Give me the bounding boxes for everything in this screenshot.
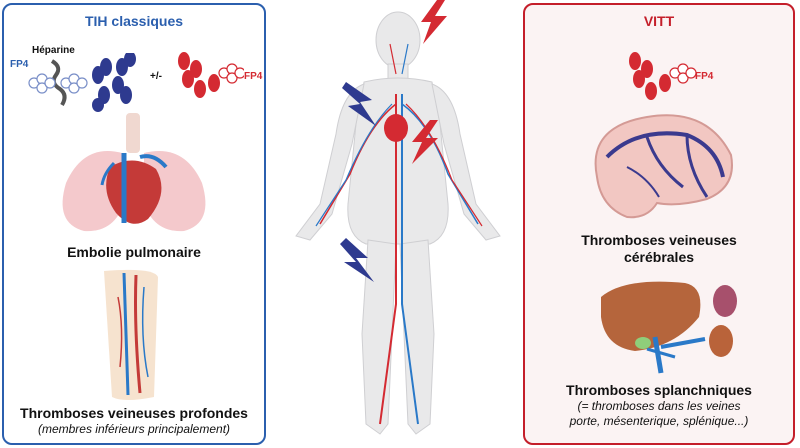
panel-title: VITT — [643, 13, 675, 29]
cerebral-thrombosis-label-line1: Thromboses veineuses — [581, 232, 737, 248]
vitt-panel: VITT FP4 Thromboses veineuses cérébrales… — [523, 3, 795, 445]
lightning-bolt-abdomen-icon — [412, 120, 438, 164]
classic-hit-panel: TIH classiques Héparine FP4 +/- FP4 — [2, 3, 266, 445]
fp4-label: FP4 — [10, 59, 29, 70]
panel-title: TIH classiques — [84, 13, 184, 29]
splanchnic-thrombosis-label: Thromboses splanchniques — [566, 382, 752, 398]
cerebral-thrombosis-label-line2: cérébrales — [623, 249, 695, 265]
heparin-fp4-antibody-complex-icon — [28, 53, 136, 112]
plus-minus-label: +/- — [150, 71, 162, 82]
human-body-circulation-icon — [295, 11, 501, 435]
splanchnic-note-line2: porte, mésenterique, splénique...) — [569, 414, 749, 428]
brain-veins-icon — [594, 114, 733, 219]
splanchnic-note-line1: (= thromboses dans les veines — [577, 399, 741, 413]
fp4-label: FP4 — [695, 71, 714, 82]
liver-kidneys-veins-icon — [601, 281, 737, 374]
leg-veins-icon — [104, 269, 158, 400]
lightning-bolt-chest-icon — [342, 82, 376, 126]
lightning-bolt-head-icon — [421, 0, 447, 44]
lightning-bolt-leg-icon — [340, 238, 374, 282]
red-antibody-fp4-icon — [178, 52, 244, 98]
lungs-heart-icon — [62, 113, 206, 232]
heparin-label: Héparine — [32, 45, 75, 56]
fp4-label-red: FP4 — [244, 71, 263, 82]
vitt-antibody-fp4-icon — [629, 52, 697, 100]
dvt-label: Thromboses veineuses profondes — [20, 405, 248, 421]
pulmonary-embolism-label: Embolie pulmonaire — [67, 244, 201, 260]
dvt-note: (membres inférieurs principalement) — [37, 422, 231, 436]
